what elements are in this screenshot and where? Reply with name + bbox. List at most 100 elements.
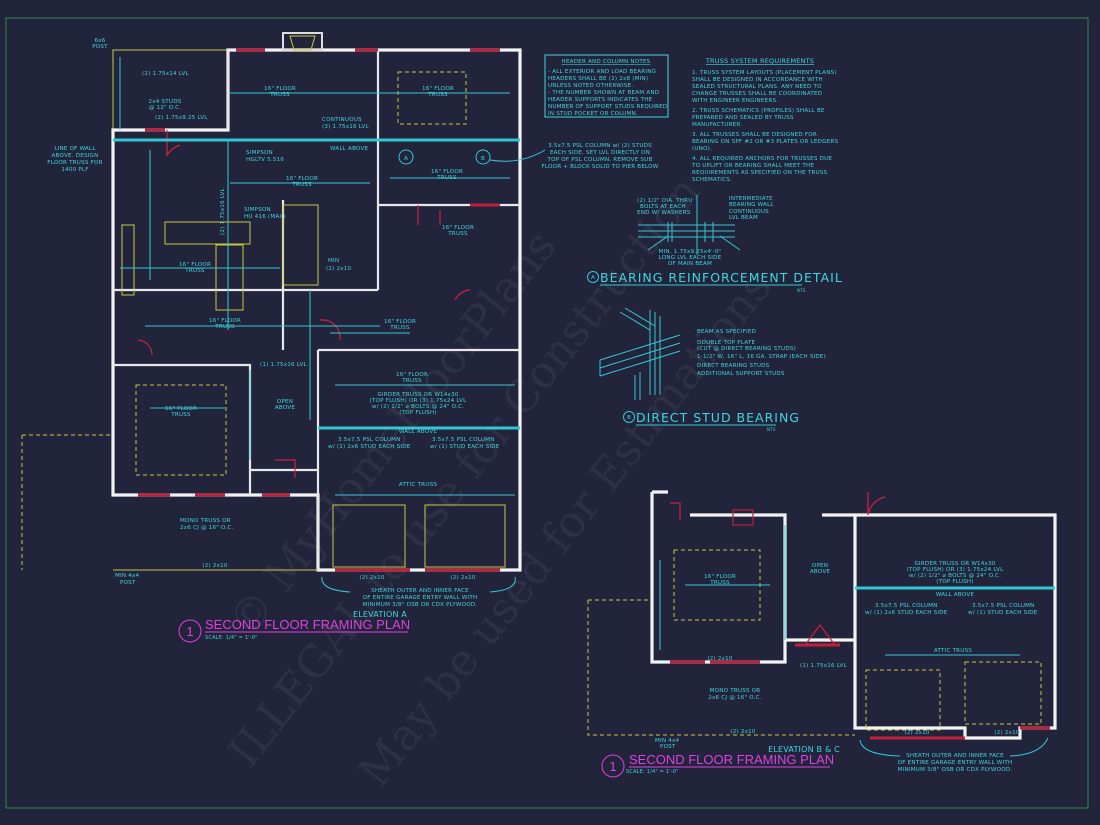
label: 3.5x7.5 PSL COLUMN: [432, 437, 495, 443]
note-line: SHALL BE DESIGNED IN ACCORDANCE WITH: [692, 77, 823, 83]
label: TRUSS: [184, 268, 205, 274]
doors: [137, 130, 471, 478]
title-number: 1: [186, 624, 193, 639]
label: (2) 2x10: [994, 730, 1020, 736]
note-line: 2. TRUSS SCHEMATICS (PROFILES) SHALL BE: [692, 108, 825, 114]
label: 16" FLOOR: [384, 319, 416, 325]
bearing-reinforcement-detail: (2) 1/2" DIA. THRU BOLTS AT EACH END W/ …: [587, 195, 843, 293]
label: (TOP FLUSH) OR (3) 1.75x24 LVL: [907, 567, 1005, 573]
label: LVL BEAM: [729, 215, 758, 221]
label: OPEN: [277, 399, 293, 405]
label: TRUSS: [214, 324, 235, 330]
label: MONO TRUSS OR: [710, 688, 761, 694]
label: 16" FLOOR: [422, 86, 454, 92]
note-line: TO UPLIFT OR BEARING SHALL MEET THE: [691, 163, 814, 169]
counter: [215, 244, 244, 311]
label: ABOVE. DESIGN: [52, 153, 99, 159]
detail-b-lines: [599, 307, 681, 400]
detail-a-title: BEARING REINFORCEMENT DETAIL: [600, 270, 843, 285]
label: BOLTS AT EACH: [640, 204, 686, 210]
sheet-border: [5, 17, 1089, 809]
label: 16" FLOOR: [165, 406, 197, 412]
label: 16" FLOOR: [179, 262, 211, 268]
note-line: NUMBER OF SUPPORT STUDS REQUIRED: [548, 104, 667, 110]
note-line: 3. ALL TRUSSES SHALL BE DESIGNED FOR: [692, 132, 817, 138]
garage-door: [332, 504, 406, 568]
note-line: - ALL EXTERIOR AND LOAD BEARING: [548, 69, 656, 75]
headers: [138, 48, 500, 572]
label: OF ENTIRE GARAGE ENTRY WALL WITH: [898, 760, 1013, 766]
label: WALL ABOVE: [399, 429, 438, 435]
label: DIRECT BEARING STUDS: [697, 363, 770, 369]
psl-column-note: 3.5x7.5 PSL COLUMN w/ (2) STUDS EACH SID…: [489, 143, 659, 170]
truss-span-arrows: [120, 92, 515, 496]
kitchen-island: [164, 221, 251, 245]
leader-lines: [859, 737, 1049, 757]
label: TRUSS: [401, 378, 422, 384]
label: MIN 4x4: [655, 738, 680, 744]
label: MIN: [328, 258, 339, 264]
label: ATTIC TRUSS: [399, 482, 437, 488]
label: LINE OF WALL: [54, 146, 96, 152]
detail-a-lines: [638, 195, 741, 255]
label: 3.5x7.5 PSL COLUMN: [972, 603, 1035, 609]
headers: [670, 643, 1050, 740]
label: 16" FLOOR: [286, 176, 318, 182]
label: 16" FLOOR: [431, 169, 463, 175]
attic-access: [135, 384, 227, 476]
label: 1400 PLF: [61, 167, 88, 173]
label: 2x6 CJ @ 16" O.C.: [180, 525, 233, 531]
nts-label: NTS: [797, 288, 806, 293]
label: FLOOR TRUSS FOR: [47, 160, 102, 166]
label: POST: [120, 580, 136, 586]
detail-marker-label: B: [627, 415, 631, 421]
note-line: PREPARED AND SEALED BY TRUSS: [692, 115, 794, 121]
label: (3) 1.75x16 LVL: [322, 124, 369, 130]
beam-lines: [659, 525, 1020, 656]
note-line: HEADER SUPPORTS INDICATES THE: [548, 97, 653, 103]
label: OPEN: [812, 563, 828, 569]
plan-a-labels: 6x6 POST (2) 1.75x14 LVL 2x4 STUDS @ 12"…: [47, 38, 499, 619]
note-line: (UNO).: [692, 146, 712, 152]
label: ABOVE: [275, 405, 295, 411]
note-line: TOP OF PSL COLUMN. REMOVE SUB: [547, 157, 653, 163]
label: (2) 1.75x16 LVL: [220, 188, 226, 235]
label: MINIMUM 3/8" OSB OR CDX PLYWOOD.: [363, 602, 478, 608]
note-line: - THE NUMBER SHOWN AT BEAM AND: [548, 90, 659, 96]
plan-elevation-b-c: 16" FLOOR TRUSS OPEN ABOVE GIRDER TRUSS …: [587, 490, 1057, 778]
label: w/ (1) 2x6 STUD EACH SIDE: [865, 610, 948, 616]
label: ADDITIONAL SUPPORT STUDS: [697, 371, 785, 377]
label: w/ (1) STUD EACH SIDE: [430, 444, 500, 450]
leader-line: [489, 149, 546, 162]
label: MINIMUM 3/8" OSB OR CDX PLYWOOD.: [898, 767, 1013, 773]
label: (CUT @ DIRECT BEARING STUDS): [697, 346, 796, 352]
label: 16" FLOOR: [442, 225, 474, 231]
beams: [113, 138, 520, 430]
label: SIMPSON: [246, 150, 273, 156]
doors: [670, 492, 886, 646]
truss-system-requirements: TRUSS SYSTEM REQUIREMENTS 1. TRUSS SYSTE…: [691, 57, 838, 183]
leader-lines: [321, 576, 516, 593]
label: 16" FLOOR: [704, 574, 736, 580]
note-line: 4. ALL REQUIRED ANCHORS FOR TRUSSES DUE: [692, 156, 832, 162]
truss-title: TRUSS SYSTEM REQUIREMENTS: [705, 57, 814, 65]
label: CONTINUOUS: [322, 117, 362, 123]
elevation-label: ELEVATION A: [353, 610, 407, 619]
garage-door: [964, 661, 1042, 725]
label: TRUSS: [436, 175, 457, 181]
label: WALL ABOVE: [936, 592, 975, 598]
title-number-circle: [601, 754, 625, 778]
note-line: HEADERS SHALL BE (2) 2x8 (MIN): [548, 76, 648, 82]
label: 2x6 CJ @ 16" O.C.: [708, 695, 761, 701]
label: HU 416 (MAX): [244, 214, 286, 220]
label: w/ (2) 1/2" ⌀ BOLTS @ 24" O.C.: [372, 404, 464, 410]
detail-b-marker: [623, 411, 635, 423]
garage-door: [424, 504, 506, 568]
plan-elevation-a: A B 6x6 POST (2) 1.75x14 LVL 2x4 STUDS @…: [21, 32, 522, 643]
label: TRUSS: [170, 412, 191, 418]
detail-b-title: DIRECT STUD BEARING: [636, 410, 800, 425]
label: w/ (2) 1/2" ⌀ BOLTS @ 24" O.C.: [909, 573, 1001, 579]
label: SHEATH OUTER AND INNER FACE: [371, 588, 469, 594]
label: w/ (1) 2x6 STUD EACH SIDE: [328, 444, 411, 450]
